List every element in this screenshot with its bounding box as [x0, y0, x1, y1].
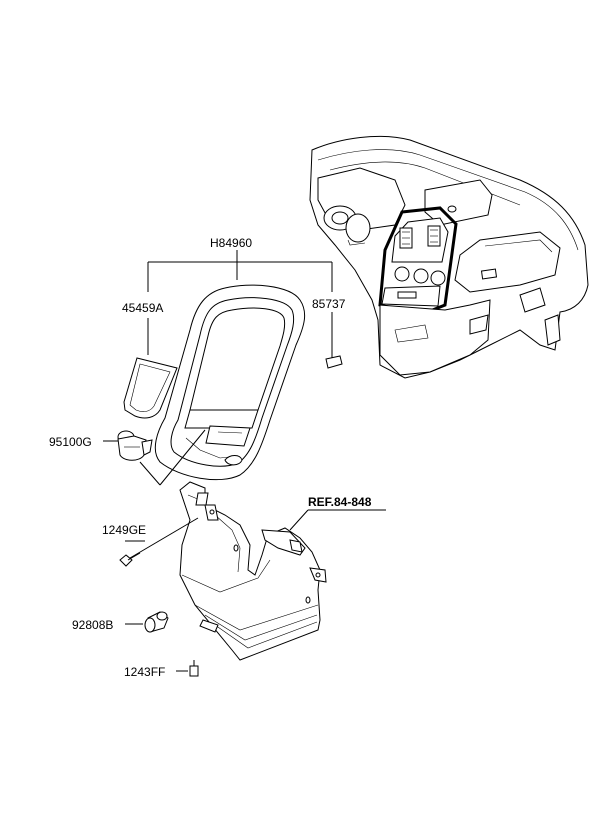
bolt-1243ff [176, 660, 199, 677]
label-1243ff: 1243FF [124, 665, 165, 679]
label-45459a: 45459A [122, 301, 163, 315]
screw-1249ge [119, 517, 199, 567]
label-ref-84-848: REF.84-848 [308, 495, 372, 509]
label-85737: 85737 [312, 297, 346, 311]
assembly-bracket [147, 250, 333, 358]
dashboard-illustration [309, 135, 589, 379]
center-fascia-panel [154, 284, 343, 481]
label-h84960: H84960 [210, 236, 252, 250]
ref-leader [289, 509, 309, 531]
label-95100g: 95100G [49, 435, 92, 449]
label-1249ge: 1249GE [102, 523, 146, 537]
lower-console-cover [179, 481, 327, 661]
label-92808b: 92808B [72, 618, 113, 632]
connector-92808b [125, 611, 169, 633]
trim-strip [123, 357, 178, 419]
switch-part [103, 429, 206, 486]
